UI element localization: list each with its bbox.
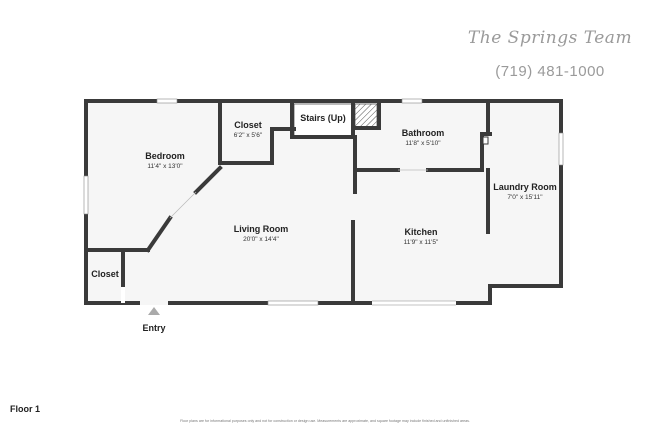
bedroom-door-opening [169,191,197,219]
walls [84,99,563,305]
room-bedroom-name: Bedroom [145,151,185,161]
brand-phone: (719) 481-1000 [495,63,605,80]
floor-label: Floor 1 [10,404,41,414]
entry-label: Entry [142,323,165,333]
room-living-name: Living Room [234,224,289,234]
room-laundry-name: Laundry Room [493,182,557,192]
floor-fill [86,101,561,303]
room-stairs-name: Stairs (Up) [300,113,346,123]
room-closet-bottom-name: Closet [91,269,119,279]
room-bathroom-dims: 11'8" x 5'10" [405,140,441,147]
room-bathroom-name: Bathroom [402,128,445,138]
room-kitchen-name: Kitchen [404,227,437,237]
entry-arrow-icon [148,307,160,315]
room-closet-top-name: Closet [234,120,262,130]
room-closet-top-dims: 6'2" x 5'6" [234,132,263,139]
room-living-dims: 20'0" x 14'4" [243,236,279,243]
room-kitchen-dims: 11'9" x 11'5" [404,239,439,246]
disclaimer: Floor plans are for informational purpos… [180,419,470,423]
room-laundry-dims: 7'0" x 15'11" [507,194,543,201]
brand-team-name: The Springs Team [467,28,633,48]
windows [83,98,564,306]
bathroom-fixture [482,136,489,145]
room-bedroom-dims: 11'4" x 13'0" [147,163,183,170]
stairs-hatch [354,103,378,129]
stairs-box [293,103,353,137]
